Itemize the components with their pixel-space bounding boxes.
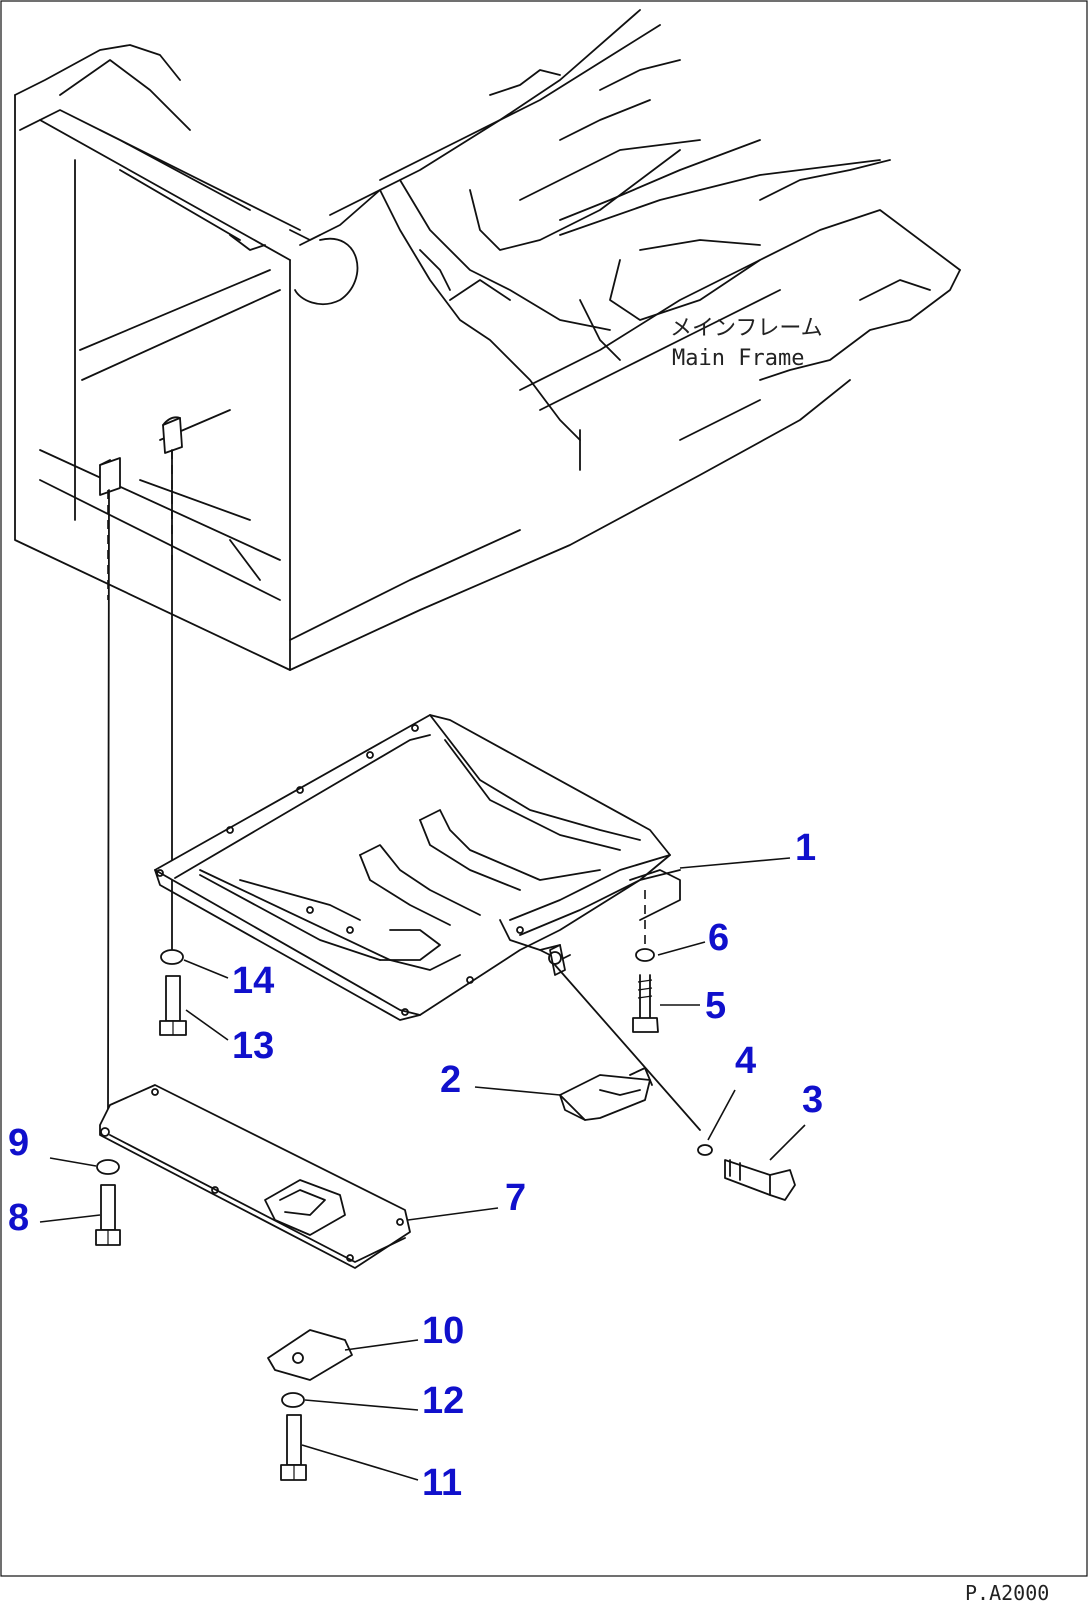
main-frame-drawing <box>14 9 961 671</box>
part-5-bolt <box>632 974 659 1033</box>
frame-label-english: Main Frame <box>672 346 804 371</box>
callout-4: 4 <box>735 1040 756 1082</box>
figure-code: P.A2000 <box>965 1581 1049 1605</box>
callout-7: 7 <box>505 1177 526 1219</box>
part-6-washer <box>635 948 655 962</box>
centerline-front <box>107 489 110 1111</box>
callout-13: 13 <box>232 1025 274 1067</box>
hinge-pin-line <box>554 964 701 1131</box>
callout-5: 5 <box>705 985 726 1027</box>
callout-2: 2 <box>440 1059 461 1101</box>
frame-stud-front <box>99 457 121 496</box>
part-14-washer <box>160 949 184 965</box>
part-3-bolt <box>724 1159 796 1201</box>
callout-1: 1 <box>795 827 816 869</box>
part-4-washer <box>697 1144 713 1156</box>
callout-10: 10 <box>422 1310 464 1352</box>
leader-lines <box>39 857 806 1481</box>
part-7-plate <box>99 1084 411 1269</box>
part-10-bracket <box>267 1329 353 1381</box>
callout-9: 9 <box>8 1122 29 1164</box>
part-11-bolt <box>280 1414 307 1481</box>
frame-stud-rear <box>162 416 183 454</box>
callout-12: 12 <box>422 1380 464 1422</box>
part-8-bolt <box>95 1184 121 1246</box>
callout-3: 3 <box>802 1079 823 1121</box>
part-1-undercover <box>154 714 681 1021</box>
frame-label-japanese: メインフレーム <box>670 316 823 341</box>
part-13-bolt <box>159 975 187 1036</box>
callout-11: 11 <box>422 1462 462 1504</box>
callout-6: 6 <box>708 917 729 959</box>
part-12-washer <box>281 1392 305 1408</box>
callout-14: 14 <box>232 960 274 1002</box>
part-9-washer <box>96 1159 120 1175</box>
callout-8: 8 <box>8 1197 29 1239</box>
part-2-latch <box>559 1067 653 1121</box>
